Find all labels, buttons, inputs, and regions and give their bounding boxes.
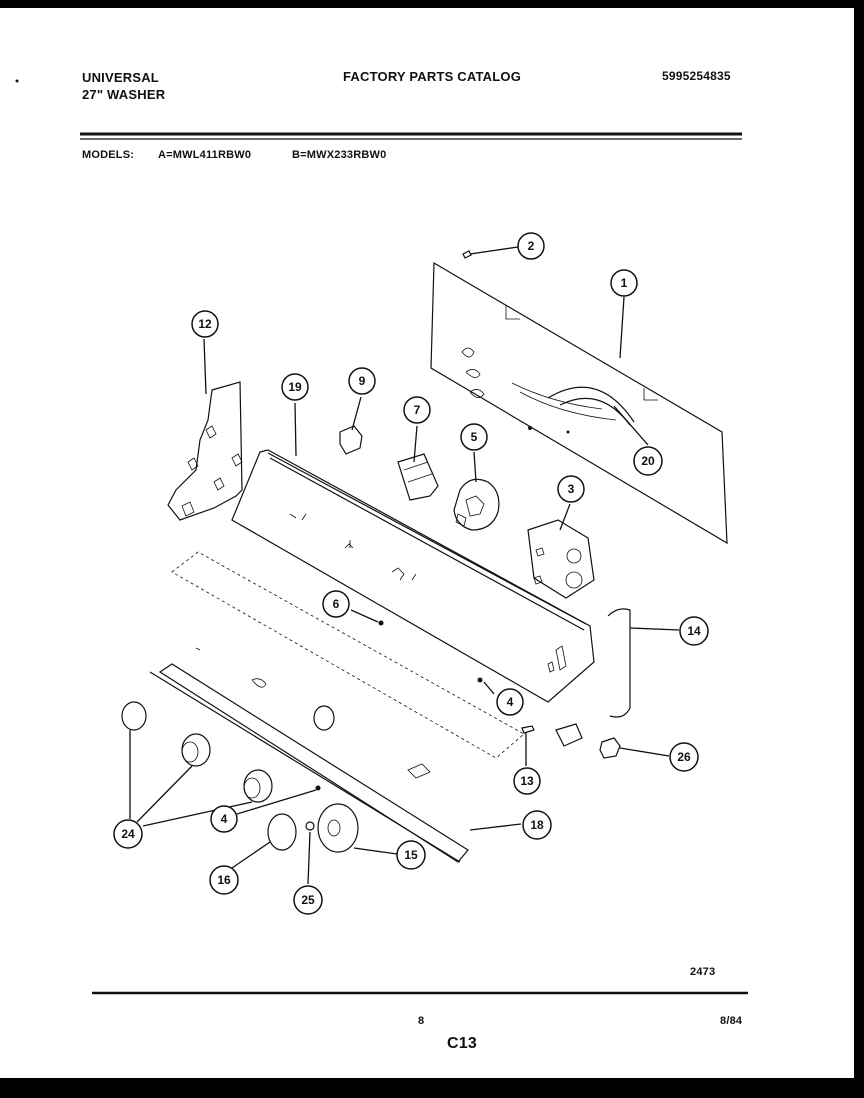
model-b-label: B=MWX233RBW0 xyxy=(292,149,387,161)
leader-lines xyxy=(129,246,680,885)
selector-switch-part-7 xyxy=(397,453,439,501)
margin-dot xyxy=(15,79,19,83)
callout-3: 3 xyxy=(557,475,585,503)
hinge-bracket xyxy=(555,723,583,747)
callout-4-upper: 4 xyxy=(496,688,524,716)
svg-text:1: 1 xyxy=(621,276,628,290)
callout-12: 12 xyxy=(191,310,219,338)
svg-text:4: 4 xyxy=(221,812,228,826)
svg-text:4: 4 xyxy=(507,695,514,709)
svg-text:5: 5 xyxy=(471,430,478,444)
callout-4-lower: 4 xyxy=(210,805,238,833)
left-bracket-part xyxy=(167,381,243,521)
water-level-switch-part-3 xyxy=(527,519,595,599)
header-rule xyxy=(80,132,742,140)
callout-7: 7 xyxy=(403,396,431,424)
dial-part-15 xyxy=(317,803,359,853)
drawing-number: 2473 xyxy=(690,966,716,978)
callout-25: 25 xyxy=(293,885,323,915)
callout-26: 26 xyxy=(669,742,699,772)
knob-parts-24 xyxy=(121,701,335,803)
section-code: C13 xyxy=(447,1035,477,1052)
callout-19: 19 xyxy=(281,373,309,401)
clip-part-26 xyxy=(599,737,621,759)
svg-text:3: 3 xyxy=(568,482,575,496)
screw-part-2 xyxy=(462,250,472,259)
screw-part-6 xyxy=(378,620,384,626)
svg-text:26: 26 xyxy=(677,750,691,764)
knob-part-16 xyxy=(267,813,297,851)
callout-24: 24 xyxy=(113,819,143,849)
callout-2: 2 xyxy=(517,232,545,260)
control-backing-part xyxy=(149,551,525,863)
page-number: 8 xyxy=(418,1015,425,1027)
screw-part-14 xyxy=(521,725,535,734)
rear-panel-part xyxy=(430,261,728,545)
catalog-number: 5995254835 xyxy=(662,69,731,83)
callout-15: 15 xyxy=(396,840,426,870)
svg-text:7: 7 xyxy=(414,403,421,417)
callout-20: 20 xyxy=(633,446,663,476)
callout-6: 6 xyxy=(322,590,350,618)
timer-part-5 xyxy=(453,478,500,531)
svg-text:6: 6 xyxy=(333,597,340,611)
svg-text:24: 24 xyxy=(121,827,135,841)
svg-text:15: 15 xyxy=(404,848,418,862)
callout-1: 1 xyxy=(610,269,638,297)
svg-text:12: 12 xyxy=(198,317,212,331)
end-cap-part-13 xyxy=(607,608,631,718)
svg-text:14: 14 xyxy=(687,624,701,638)
svg-text:13: 13 xyxy=(520,774,534,788)
switch-part-9 xyxy=(339,425,363,455)
models-label: MODELS: xyxy=(82,149,135,161)
model-a-label: A=MWL411RBW0 xyxy=(158,149,252,161)
svg-text:2: 2 xyxy=(528,239,535,253)
product-label: 27" WASHER xyxy=(82,87,166,102)
console-panel-part xyxy=(231,449,595,703)
spring-part-25 xyxy=(305,821,315,831)
svg-text:9: 9 xyxy=(359,374,366,388)
callout-16: 16 xyxy=(209,865,239,895)
screw-part-4-lower xyxy=(315,785,321,791)
catalog-title: FACTORY PARTS CATALOG xyxy=(343,69,522,84)
svg-text:25: 25 xyxy=(301,893,315,907)
callout-5: 5 xyxy=(460,423,488,451)
callout-13: 14 xyxy=(679,616,709,646)
brand-label: UNIVERSAL xyxy=(82,70,159,85)
harness-part xyxy=(547,386,635,426)
screw-part-4-upper xyxy=(477,677,483,683)
footer-date: 8/84 xyxy=(720,1015,743,1027)
svg-text:20: 20 xyxy=(641,454,655,468)
callout-14: 13 xyxy=(513,767,541,795)
svg-text:16: 16 xyxy=(217,873,231,887)
svg-text:19: 19 xyxy=(288,380,302,394)
catalog-sheet: UNIVERSAL 27" WASHER FACTORY PARTS CATAL… xyxy=(0,8,854,1078)
svg-text:18: 18 xyxy=(530,818,544,832)
callout-18: 18 xyxy=(522,810,552,840)
callout-9: 9 xyxy=(348,367,376,395)
